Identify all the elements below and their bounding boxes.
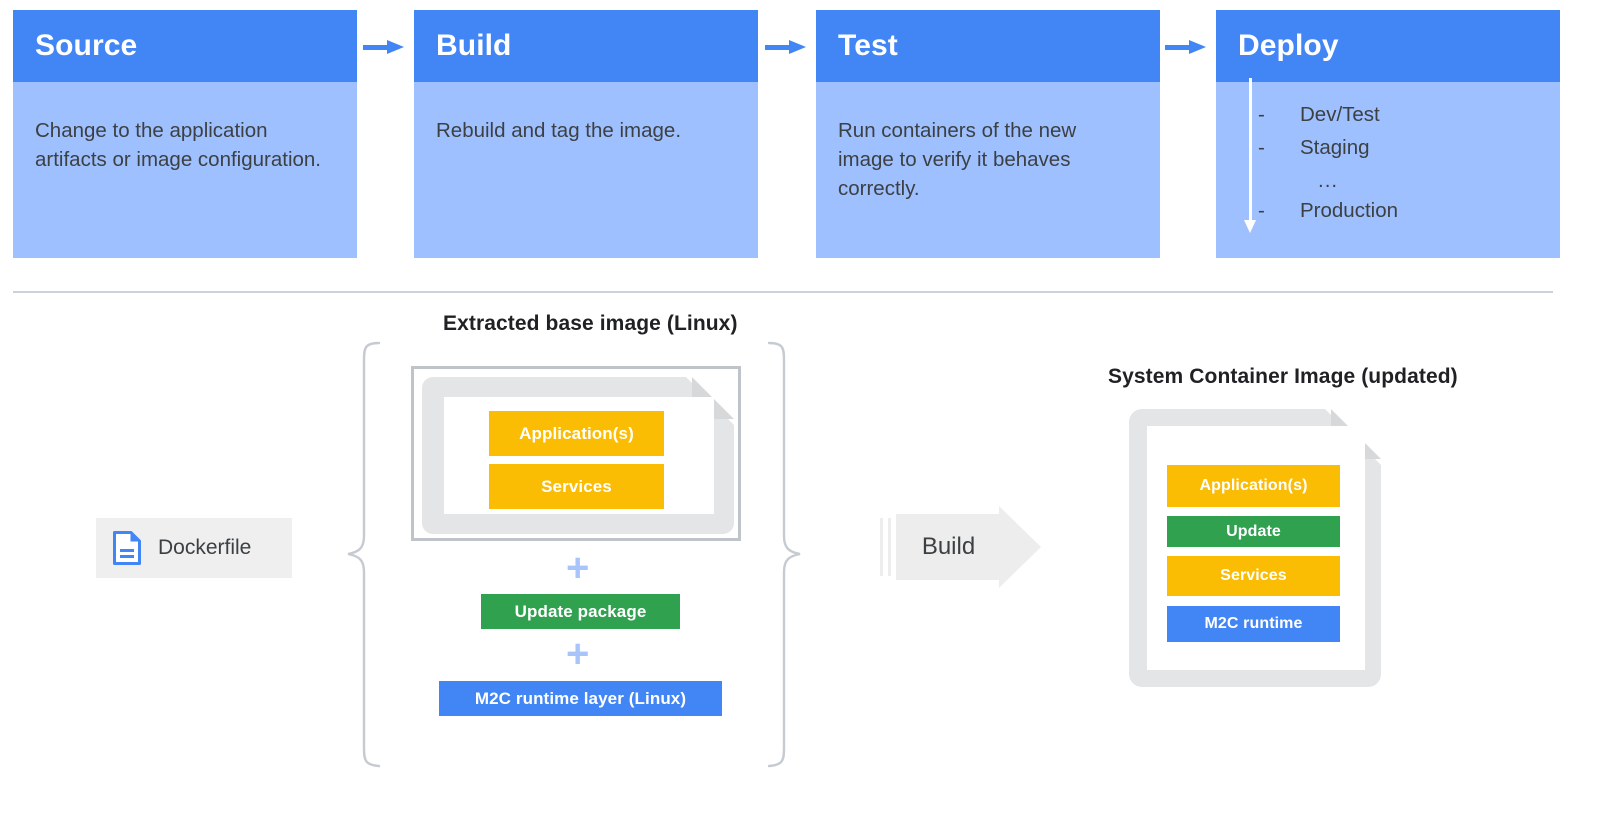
- bullet-dash: -: [1258, 103, 1265, 126]
- deploy-item-label: ...: [1318, 169, 1339, 192]
- deploy-item-label: Production: [1300, 199, 1399, 222]
- deploy-item-label: Dev/Test: [1300, 103, 1380, 126]
- stage-body-test: Run containers of the new image to verif…: [816, 82, 1160, 258]
- right-group-label: System Container Image (updated): [1108, 365, 1458, 388]
- motion-line-1: [880, 518, 883, 576]
- arrow-shaft: [363, 45, 389, 50]
- layer-block-update-package: Update package: [481, 594, 680, 629]
- pipeline-stage-test: Test Run containers of the new image to …: [816, 10, 1160, 258]
- bullet-dash: -: [1258, 199, 1265, 222]
- document-file-icon: [113, 531, 141, 565]
- bullet-dash: -: [1258, 136, 1265, 159]
- motion-line-2: [888, 518, 891, 576]
- arrow-shaft: [1249, 78, 1252, 224]
- arrow-head: [1244, 220, 1256, 233]
- stage-body-source: Change to the application artifacts or i…: [13, 82, 357, 258]
- deploy-progression-arrow-icon: [1243, 78, 1257, 236]
- stage-title-source: Source: [13, 10, 357, 82]
- arrow-shaft: [765, 45, 791, 50]
- result-document-shape: [1129, 409, 1381, 687]
- arrow-head: [999, 506, 1041, 588]
- result-block-update: Update: [1167, 516, 1340, 547]
- dockerfile-chip: Dockerfile: [96, 518, 292, 578]
- stage-title-deploy: Deploy: [1216, 10, 1560, 82]
- left-group-label: Extracted base image (Linux): [443, 312, 738, 335]
- arrow-head: [1189, 40, 1206, 54]
- deploy-environment-list: - Dev/Test - Staging ... - Production: [1258, 100, 1560, 229]
- layer-block-services: Services: [489, 464, 664, 509]
- document-body: [1129, 409, 1381, 687]
- pipeline-stage-deploy: Deploy - Dev/Test - Staging ... - Produc…: [1216, 10, 1560, 258]
- arrow-head: [387, 40, 404, 54]
- arrow-head: [789, 40, 806, 54]
- stage-title-test: Test: [816, 10, 1160, 82]
- list-item: ...: [1258, 166, 1560, 196]
- arrow-shaft: [1165, 45, 1191, 50]
- arrow-right-icon-2: [765, 40, 809, 54]
- layer-block-m2c-runtime-layer: M2C runtime layer (Linux): [439, 681, 722, 716]
- build-arrow-label: Build: [921, 533, 976, 560]
- pipeline-stage-source: Source Change to the application artifac…: [13, 10, 357, 258]
- plus-icon-1: +: [566, 546, 590, 590]
- pipeline-stage-build: Build Rebuild and tag the image.: [414, 10, 758, 258]
- plus-icon-2: +: [566, 632, 590, 676]
- stage-title-build: Build: [414, 10, 758, 82]
- right-brace: [767, 341, 801, 768]
- deploy-item-label: Staging: [1300, 136, 1370, 159]
- stage-body-deploy: - Dev/Test - Staging ... - Production: [1216, 82, 1560, 258]
- arrow-right-icon-1: [363, 40, 407, 54]
- result-block-m2c-runtime: M2C runtime: [1167, 606, 1340, 642]
- list-item: - Dev/Test: [1258, 100, 1560, 133]
- left-brace: [347, 341, 381, 768]
- list-item: - Staging: [1258, 133, 1560, 166]
- dockerfile-label: Dockerfile: [158, 536, 252, 559]
- stage-body-build: Rebuild and tag the image.: [414, 82, 758, 258]
- list-item: - Production: [1258, 196, 1560, 229]
- build-arrow-block: Build: [876, 506, 1041, 588]
- result-block-services: Services: [1167, 556, 1340, 596]
- section-divider: [13, 291, 1553, 293]
- arrow-body: [896, 514, 1001, 580]
- layer-block-applications: Application(s): [489, 411, 664, 456]
- arrow-right-icon-3: [1165, 40, 1209, 54]
- result-block-applications: Application(s): [1167, 465, 1340, 507]
